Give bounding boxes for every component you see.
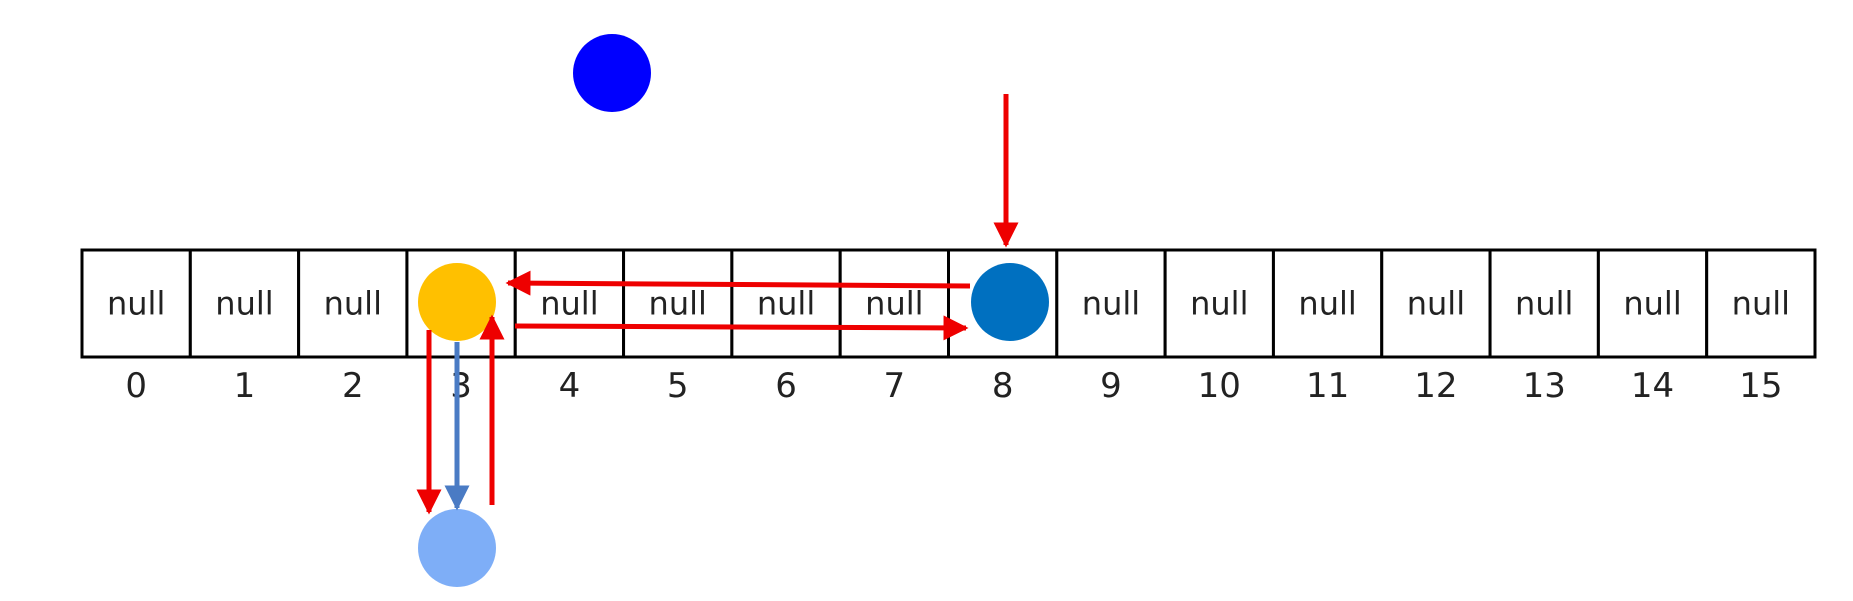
bucket-8-to-bucket-3-arrow [505,270,971,296]
bucket-value-9: null [1082,285,1140,323]
bucket-index-5: 5 [667,366,689,406]
bucket-value-10: null [1190,285,1248,323]
bucket-cell-9 [1055,248,1167,359]
bucket-index-3: 3 [450,366,472,406]
bucket-index-2: 2 [342,366,364,406]
bucket-cell-0 [80,248,192,359]
bucket-index-9: 9 [1100,366,1122,406]
bucket-value-7: null [865,285,923,323]
bucket-cell-15 [1705,248,1817,359]
bucket-value-1: null [215,285,273,323]
bucket-cell-5 [622,248,734,359]
bucket-cell-4 [513,248,626,359]
bucket-index-6: 6 [775,366,797,406]
bucket-index-14: 14 [1631,366,1674,406]
bucket-cell-6 [730,248,842,359]
bucket-index-12: 12 [1414,366,1457,406]
bucket-index-1: 1 [234,366,256,406]
bucket-3-node-circle [418,263,496,341]
bucket-value-14: null [1623,285,1681,323]
bucket-index-11: 11 [1306,366,1349,406]
bucket-cell-7 [838,248,950,359]
bucket-value-11: null [1298,285,1356,323]
bucket-3-to-bucket-8-arrow [514,315,969,341]
bucket-index-4: 4 [559,366,581,406]
bucket-value-13: null [1515,285,1573,323]
bucket-index-8: 8 [992,366,1014,406]
bucket-index-10: 10 [1198,366,1241,406]
bucket-value-15: null [1732,285,1790,323]
bucket-value-2: null [324,285,382,323]
bucket-index-0: 0 [125,366,147,406]
bucket-index-7: 7 [884,366,906,406]
chained-node-circle [418,509,496,587]
bucket-index-15: 15 [1739,366,1782,406]
bucket-cell-13 [1488,248,1600,359]
bucket-8-node-circle [971,263,1049,341]
bucket-cell-1 [188,248,301,359]
bucket-value-12: null [1407,285,1465,323]
bucket-value-5: null [649,285,707,323]
bucket-value-6: null [757,285,815,323]
bucket-value-4: null [540,285,598,323]
bucket-cell-12 [1380,248,1492,359]
bucket-value-0: null [107,285,165,323]
bucket-cell-11 [1271,248,1384,359]
new-node-circle [573,34,651,112]
hash-bucket-array: null null null null null null null null null null… [80,248,1817,359]
bucket-cell-2 [297,248,409,359]
bucket-index-13: 13 [1523,366,1566,406]
